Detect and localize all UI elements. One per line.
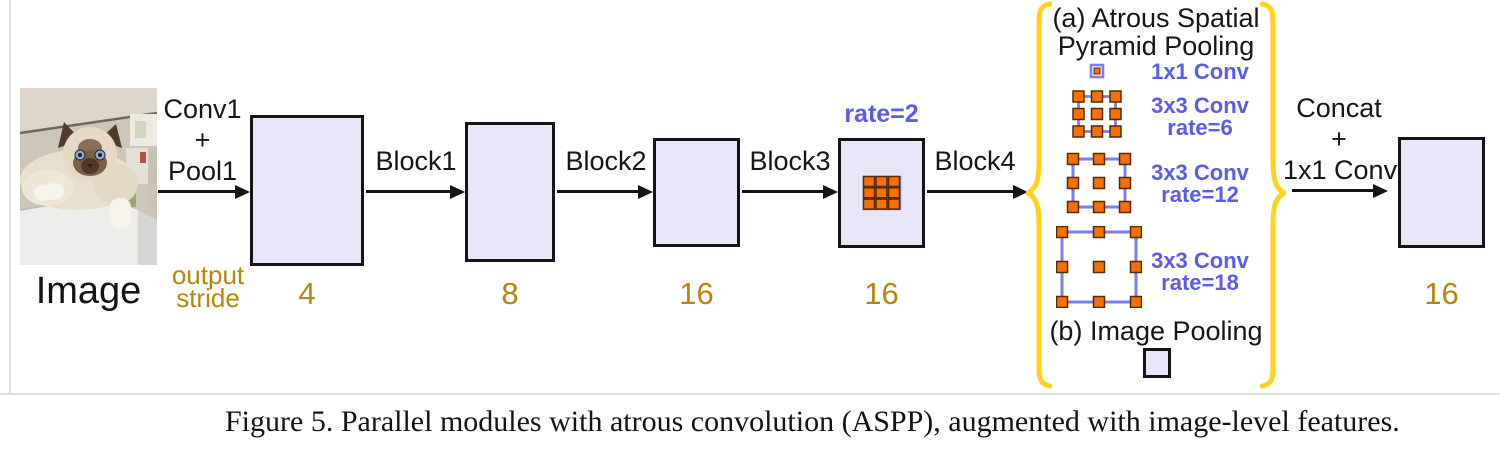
aspp-rate12-label: 3x3 Conv rate=12 bbox=[1151, 160, 1249, 207]
output-stride-value-3: 16 bbox=[679, 276, 714, 311]
block3-arrow-label: Block3 bbox=[749, 146, 831, 176]
feature-block-2 bbox=[465, 122, 555, 262]
output-stride-value-4: 16 bbox=[864, 276, 899, 311]
block4-arrow-label: Block4 bbox=[934, 146, 1016, 176]
page-edge-bottom bbox=[0, 393, 1500, 395]
aspp-rate18-label: 3x3 Conv rate=18 bbox=[1151, 248, 1249, 295]
aspp-rate12-grid-icon bbox=[1066, 152, 1132, 214]
arrow-block4-icon bbox=[927, 190, 1013, 193]
image-pooling-label: (b) Image Pooling bbox=[1049, 316, 1263, 346]
aspp-left-brace-icon bbox=[1026, 1, 1052, 389]
concat-label: Concat + 1x1 Conv bbox=[1283, 93, 1398, 185]
aspp-title: (a) Atrous Spatial Pyramid Pooling bbox=[1052, 3, 1260, 61]
arrow-block3-icon bbox=[742, 190, 823, 193]
feature-block-3 bbox=[653, 138, 740, 247]
aspp-rate6-grid-icon bbox=[1072, 90, 1122, 138]
output-stride-value-2: 8 bbox=[501, 276, 519, 311]
aspp-rate6-label: 3x3 Conv rate=6 bbox=[1151, 93, 1249, 140]
block2-arrow-label: Block2 bbox=[565, 146, 647, 176]
cat-photo bbox=[20, 88, 157, 265]
conv1-pool1-label: Conv1 + Pool1 bbox=[163, 94, 242, 186]
arrow-block1-icon bbox=[366, 190, 450, 193]
aspp-rate18-grid-icon bbox=[1056, 226, 1142, 308]
aspp-1x1-conv-label: 1x1 Conv bbox=[1151, 59, 1249, 84]
arrow-block2-icon bbox=[557, 190, 638, 193]
aspp-1x1-conv-icon bbox=[1089, 63, 1105, 79]
arrow-concat-icon bbox=[1292, 189, 1373, 192]
aspp-right-brace-icon bbox=[1260, 1, 1286, 389]
output-stride-label: output stride bbox=[171, 260, 245, 313]
figure-caption: Figure 5. Parallel modules with atrous c… bbox=[225, 405, 1400, 438]
feature-block-1 bbox=[250, 115, 364, 266]
output-block bbox=[1398, 137, 1485, 248]
arrow-conv1-icon bbox=[158, 190, 235, 193]
output-stride-value-1: 4 bbox=[298, 276, 316, 311]
rate2-grid-icon bbox=[862, 175, 901, 211]
feature-block-4-atrous bbox=[838, 138, 925, 248]
page-edge-left bbox=[9, 0, 11, 394]
output-stride-value-final: 16 bbox=[1424, 276, 1459, 311]
image-label: Image bbox=[35, 270, 142, 312]
rate2-label: rate=2 bbox=[844, 100, 919, 128]
image-pooling-block bbox=[1143, 348, 1171, 378]
block1-arrow-label: Block1 bbox=[375, 146, 457, 176]
